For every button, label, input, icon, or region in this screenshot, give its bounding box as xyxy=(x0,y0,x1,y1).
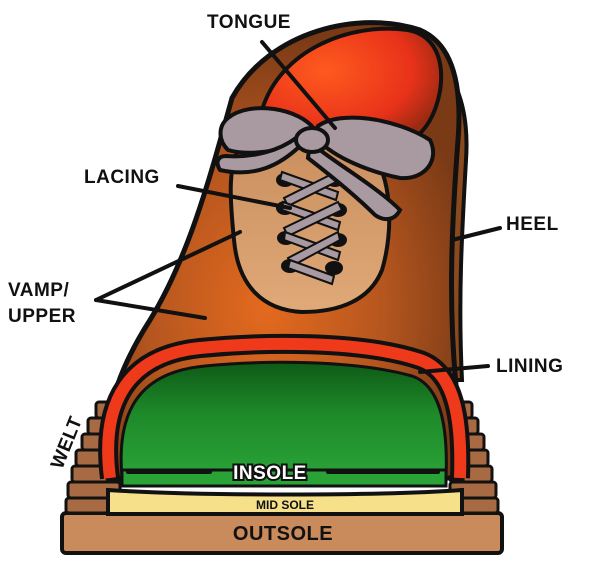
tongue-leader xyxy=(260,40,337,130)
insole-area xyxy=(119,360,448,480)
label-mid-sole: MID SOLE xyxy=(256,498,314,512)
label-insole: INSOLE xyxy=(233,463,307,484)
lining-fill xyxy=(102,337,467,479)
vamp-leader-1 xyxy=(94,230,242,302)
midsole-band xyxy=(106,487,464,516)
lining-leader xyxy=(418,364,490,374)
leader-lines xyxy=(94,40,502,474)
label-upper: UPPER xyxy=(8,306,76,327)
label-vamp: VAMP/ xyxy=(8,280,69,301)
vamp-leader-2 xyxy=(94,298,207,320)
label-lacing: LACING xyxy=(84,167,160,188)
laces xyxy=(278,170,344,286)
lacing-leader xyxy=(176,184,292,210)
heel-leader xyxy=(450,226,502,242)
label-lining: LINING xyxy=(496,356,563,377)
label-heel: HEEL xyxy=(506,214,559,235)
lace-bow xyxy=(215,106,436,222)
label-outsole: OUTSOLE xyxy=(233,523,333,545)
label-tongue: TONGUE xyxy=(207,12,291,33)
